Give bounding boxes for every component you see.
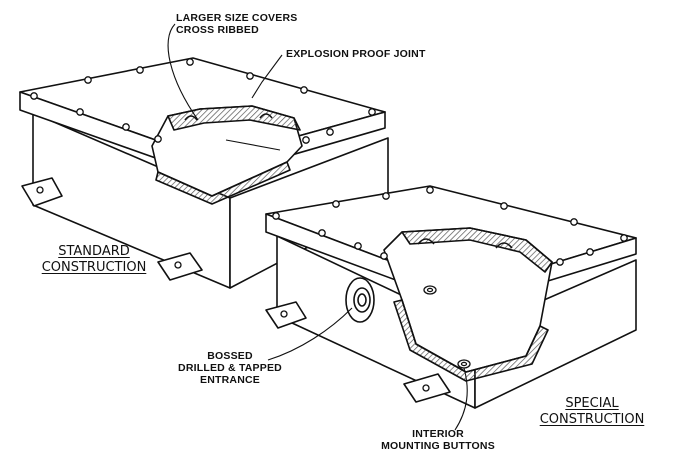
special-line2: CONSTRUCTION: [539, 412, 645, 427]
bossed-line3: ENTRANCE: [200, 374, 260, 386]
standard-line2: CONSTRUCTION: [41, 260, 147, 275]
larger-covers-line1: LARGER SIZE COVERS: [176, 12, 298, 24]
special-line1: SPECIAL: [565, 396, 619, 411]
standard-construction-label: STANDARD CONSTRUCTION: [28, 244, 160, 276]
interior-mounting-label: INTERIOR MOUNTING BUTTONS: [380, 428, 496, 452]
interior-mounting-buttons: [423, 285, 471, 369]
interior-line2: MOUNTING BUTTONS: [381, 440, 495, 452]
special-cutaway: [383, 227, 553, 382]
standard-line1: STANDARD: [58, 244, 130, 259]
special-body-right-face: [474, 259, 637, 409]
standard-cutaway: [151, 105, 303, 205]
leader-lines: [167, 23, 468, 431]
larger-covers-label: LARGER SIZE COVERS CROSS RIBBED: [176, 12, 297, 36]
bossed-entrance: [345, 277, 375, 323]
larger-covers-line2: CROSS RIBBED: [176, 24, 259, 36]
explosion-proof-joint-label: EXPLOSION PROOF JOINT: [286, 48, 426, 60]
special-lid-bolts: [272, 186, 628, 392]
bossed-line2: DRILLED & TAPPED: [178, 362, 282, 374]
interior-line1: INTERIOR: [412, 428, 464, 440]
special-construction-label: SPECIAL CONSTRUCTION: [524, 396, 660, 428]
bossed-line1: BOSSED: [207, 350, 253, 362]
bossed-entrance-label: BOSSED DRILLED & TAPPED ENTRANCE: [168, 350, 292, 386]
standard-lid-bolts: [30, 58, 376, 269]
